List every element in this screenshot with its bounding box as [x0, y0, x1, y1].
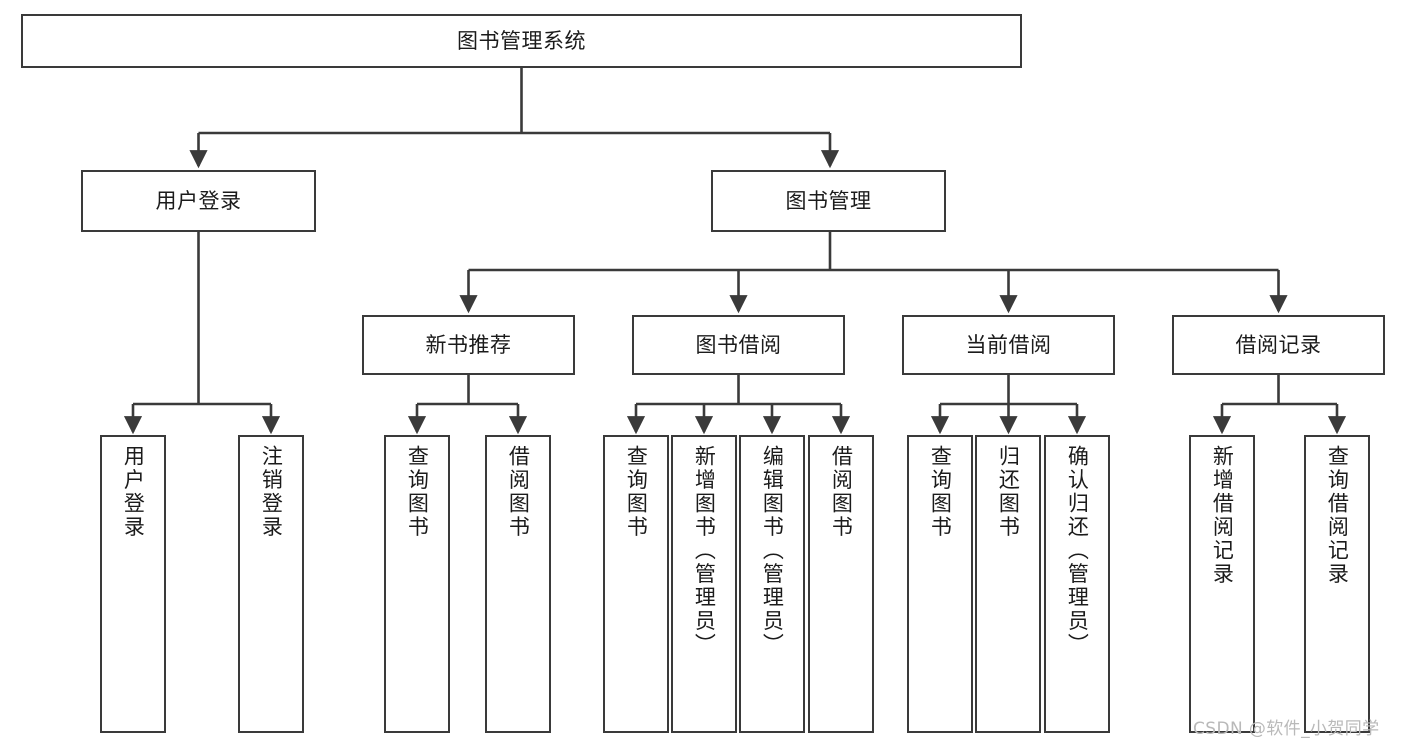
node-label: 归还图书 — [996, 445, 1021, 539]
leaf-borrowrecord-query-record[interactable]: 查询借阅记录 — [1304, 435, 1370, 733]
leaf-currentborrow-confirm-return[interactable]: 确认归还（管理员） — [1044, 435, 1110, 733]
node-label: 用户登录 — [155, 188, 242, 213]
leaf-newbook-borrow-book[interactable]: 借阅图书 — [485, 435, 551, 733]
leaf-newbook-query-book[interactable]: 查询图书 — [384, 435, 450, 733]
node-label: 新增图书（管理员） — [692, 445, 717, 657]
node-label: 当前借阅 — [965, 332, 1052, 357]
node-label: 图书管理 — [785, 188, 872, 213]
leaf-bookborrow-add-book[interactable]: 新增图书（管理员） — [671, 435, 737, 733]
node-user-login[interactable]: 用户登录 — [81, 170, 316, 232]
node-book-borrow[interactable]: 图书借阅 — [632, 315, 845, 375]
node-label: 图书管理系统 — [457, 28, 586, 53]
node-label: 查询图书 — [928, 445, 953, 539]
leaf-user-login[interactable]: 用户登录 — [100, 435, 166, 733]
node-label: 借阅图书 — [506, 445, 531, 539]
node-label: 编辑图书（管理员） — [760, 445, 785, 657]
leaf-bookborrow-borrow-book[interactable]: 借阅图书 — [808, 435, 874, 733]
csdn-watermark: CSDN @软件_小贺同学 — [1193, 719, 1380, 739]
node-root-system[interactable]: 图书管理系统 — [21, 14, 1022, 68]
node-label: 注销登录 — [259, 445, 284, 539]
leaf-bookborrow-query-book[interactable]: 查询图书 — [603, 435, 669, 733]
node-label: 新书推荐 — [425, 332, 512, 357]
leaf-user-logout[interactable]: 注销登录 — [238, 435, 304, 733]
node-label: 用户登录 — [121, 445, 146, 539]
leaf-currentborrow-query-book[interactable]: 查询图书 — [907, 435, 973, 733]
node-current-borrow[interactable]: 当前借阅 — [902, 315, 1115, 375]
node-borrow-record[interactable]: 借阅记录 — [1172, 315, 1385, 375]
leaf-borrowrecord-add-record[interactable]: 新增借阅记录 — [1189, 435, 1255, 733]
node-label: 新增借阅记录 — [1210, 445, 1235, 586]
node-label: 图书借阅 — [695, 332, 782, 357]
node-label: 查询图书 — [624, 445, 649, 539]
node-book-manage[interactable]: 图书管理 — [711, 170, 946, 232]
node-label: 借阅记录 — [1235, 332, 1322, 357]
leaf-currentborrow-return-book[interactable]: 归还图书 — [975, 435, 1041, 733]
node-label: 查询图书 — [405, 445, 430, 539]
node-label: 确认归还（管理员） — [1065, 445, 1090, 657]
leaf-bookborrow-edit-book[interactable]: 编辑图书（管理员） — [739, 435, 805, 733]
node-new-book-recommend[interactable]: 新书推荐 — [362, 315, 575, 375]
node-label: 查询借阅记录 — [1325, 445, 1350, 586]
node-label: 借阅图书 — [829, 445, 854, 539]
